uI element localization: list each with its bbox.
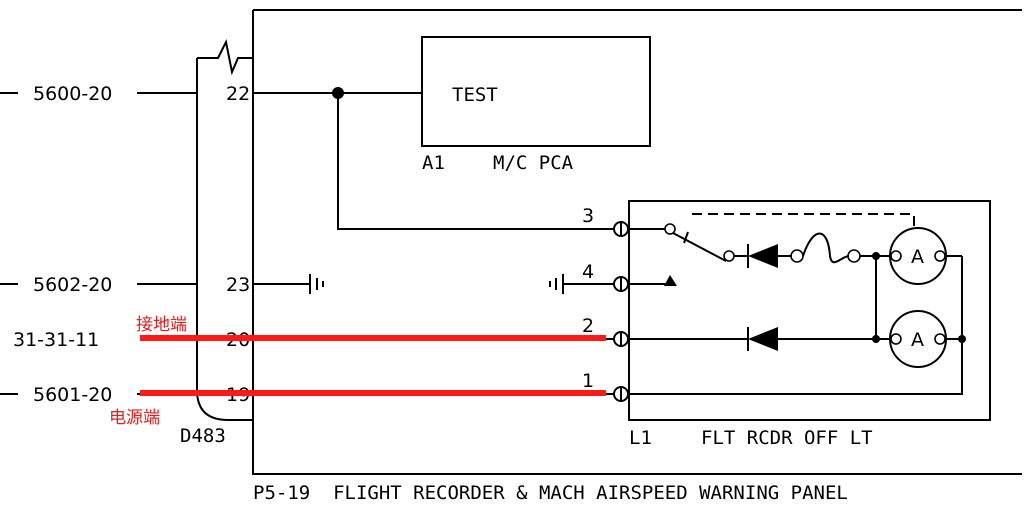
pin-23: 23 [226,274,250,296]
fuse-terminal-right-icon [847,249,861,263]
wire-return-pin1 [628,256,963,395]
terminal-2-icon [613,331,629,347]
wire-label-5602: 5602-20 [33,274,112,296]
panel-title: P5-19 FLIGHT RECORDER & MACH AIRSPEED WA… [253,482,848,504]
lamp-upper-label: A [911,246,924,268]
switch-contact-icon [664,223,676,235]
l1-pin-3: 3 [582,205,594,227]
wire-label-5601: 5601-20 [33,384,112,406]
switch-tick [683,231,689,244]
pin-22: 22 [226,83,250,105]
switch-blade-icon [672,232,727,262]
wire-label-31-31-11: 31-31-11 [13,329,99,351]
l1-pin-4: 4 [582,261,594,283]
pca-name: M/C PCA [493,152,574,174]
ground-symbol-left-icon [309,274,324,294]
switch-terminal-icon [723,250,735,262]
lamp-lower-icon: A [889,310,947,368]
l1-ref: L1 [629,427,652,449]
wire-label-5600: 5600-20 [33,83,112,105]
pca-test-label: TEST [452,84,498,106]
pca-ref: A1 [422,152,445,174]
pca-box [421,36,651,147]
annotation-ground: 接地端 [136,315,187,335]
l1-name: FLT RCDR OFF LT [701,427,873,449]
lamp-upper-icon: A [889,227,947,285]
test-contact-arrow-icon [664,275,677,286]
lamp-lower-label: A [911,329,924,351]
l1-pin-2: 2 [582,315,594,337]
fuse-terminal-left-icon [790,249,804,263]
terminal-4-icon [613,276,629,292]
mechanical-link-dashed [692,213,915,228]
l1-box [628,200,991,421]
diode-lower-icon [747,327,778,351]
terminal-1-icon [613,386,629,402]
annotation-power: 电源端 [109,408,160,428]
connector-break-symbol [197,38,253,76]
panel-outline [252,9,1022,475]
ground-symbol-right-icon [549,274,564,294]
connector-name: D483 [180,425,226,447]
connector-d483-outline [196,58,253,421]
l1-pin-1: 1 [582,370,594,392]
diode-upper-icon [747,244,778,268]
fuse-icon [802,232,850,264]
terminal-3-icon [613,221,629,237]
wire-to-l1-pin3 [337,93,614,230]
